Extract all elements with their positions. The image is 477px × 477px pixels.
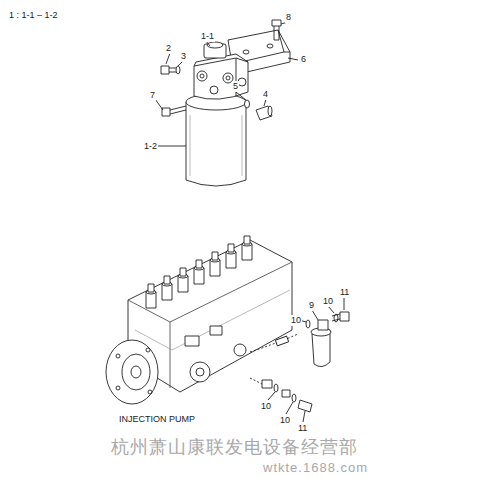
title-label: 1 : 1-1 – 1-2 <box>8 10 59 21</box>
callout-number: 2 <box>165 43 172 54</box>
callout-number: 11 <box>339 287 350 298</box>
callout-number: 11 <box>297 423 308 434</box>
part-name: INJECTION PUMP <box>118 414 196 425</box>
callout-number: 9 <box>308 300 315 311</box>
callout-number: 7 <box>149 90 156 101</box>
callout-number: 10 <box>290 315 302 326</box>
callout-number: 1-2 <box>143 141 158 152</box>
callout-number: 10 <box>260 401 272 412</box>
callout-number: 4 <box>262 89 269 100</box>
watermark: 杭州萧山康联发电设备经营部 <box>110 437 359 457</box>
callout-number: 10 <box>279 415 291 426</box>
callout-number: 3 <box>180 51 187 62</box>
watermark: wtkte.1688.com <box>262 460 369 475</box>
callout-number: 8 <box>285 12 292 23</box>
callout-number: 6 <box>300 54 307 65</box>
callout-number: 1-1 <box>200 31 215 42</box>
callout-number: 10 <box>322 296 334 307</box>
callout-number: 5 <box>232 81 239 92</box>
